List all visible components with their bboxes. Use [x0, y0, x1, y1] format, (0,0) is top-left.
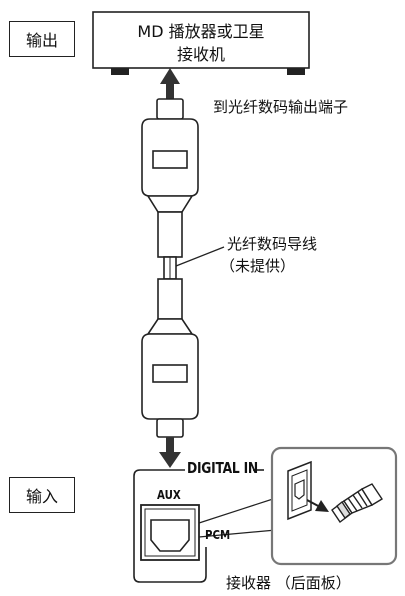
source-device-label: MD 播放器或卫星: [137, 22, 265, 41]
input-label: 输入: [9, 477, 75, 513]
arrow-down-icon: [159, 437, 181, 468]
source-device-label-line2: 接收机: [176, 45, 225, 64]
bottom-optical-plug: [141, 278, 199, 438]
receiver-caption: 接收器 （后面板）: [226, 574, 351, 592]
socket-cap-icon: [287, 460, 312, 521]
output-terminal-label: 到光纤数码输出端子: [213, 98, 349, 116]
cable-label: 光纤数码导线: [227, 235, 318, 253]
pcm-label: PCM: [205, 528, 231, 542]
cable-note-label: （未提供）: [220, 257, 296, 275]
output-label: 输出: [9, 21, 75, 57]
arrow-up-icon: [160, 68, 180, 99]
digital-in-label: DIGITAL IN: [187, 459, 258, 477]
top-optical-plug: [141, 98, 199, 258]
source-device: [92, 11, 310, 75]
arrow-right-icon: [306, 499, 329, 512]
protective-cap-icon: [331, 483, 383, 524]
socket-detail-inset: [270, 446, 398, 566]
aux-label: AUX: [157, 488, 181, 502]
digital-in-terminal: [133, 469, 277, 583]
